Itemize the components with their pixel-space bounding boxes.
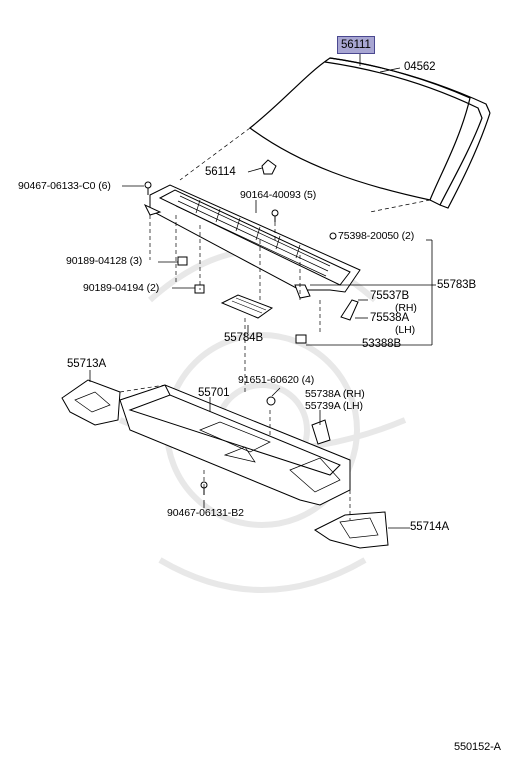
label-91651-60620[interactable]: 91651-60620 (4) (238, 374, 315, 386)
label-75398-20050[interactable]: 75398-20050 (2) (338, 230, 415, 242)
label-55738A[interactable]: 55738A (RH) (305, 388, 365, 400)
label-04562[interactable]: 04562 (404, 61, 436, 73)
dashed-guides (119, 127, 431, 520)
label-55713A[interactable]: 55713A (67, 358, 107, 370)
windshield-glass (249, 57, 491, 209)
label-90467-06133[interactable]: 90467-06133-C0 (6) (18, 180, 111, 192)
label-55739A[interactable]: 55739A (LH) (305, 400, 363, 412)
label-90189-04194[interactable]: 90189-04194 (2) (83, 282, 160, 294)
leader-lines (89, 52, 436, 529)
label-56111[interactable]: 56111 (337, 36, 375, 54)
label-55714A[interactable]: 55714A (410, 521, 450, 533)
cowl-grille-piece (220, 294, 274, 319)
label-75538A[interactable]: 75538A (370, 312, 410, 324)
label-90189-04128[interactable]: 90189-04128 (3) (66, 255, 143, 267)
label-90164-40093[interactable]: 90164-40093 (5) (240, 189, 317, 201)
label-75537B[interactable]: 75537B (370, 290, 410, 302)
label-56114[interactable]: 56114 (205, 166, 236, 178)
cowl-lower-panel (119, 384, 351, 506)
side-bracket-55714A (314, 511, 389, 549)
label-55701[interactable]: 55701 (198, 387, 230, 399)
label-90467-06131[interactable]: 90467-06131-B2 (167, 507, 244, 519)
label-55784B[interactable]: 55784B (224, 332, 264, 344)
diagram-reference-code: 550152-A (454, 741, 501, 753)
label-75537B-side: (RH) (395, 302, 417, 314)
cowl-top-panel (143, 184, 361, 299)
label-53388B[interactable]: 53388B (362, 338, 402, 350)
clips (144, 159, 359, 495)
label-75538A-side: (LH) (395, 324, 416, 336)
side-bracket-55713A (61, 379, 121, 426)
bracket-55738A (311, 419, 331, 445)
label-55783B[interactable]: 55783B (437, 279, 477, 291)
